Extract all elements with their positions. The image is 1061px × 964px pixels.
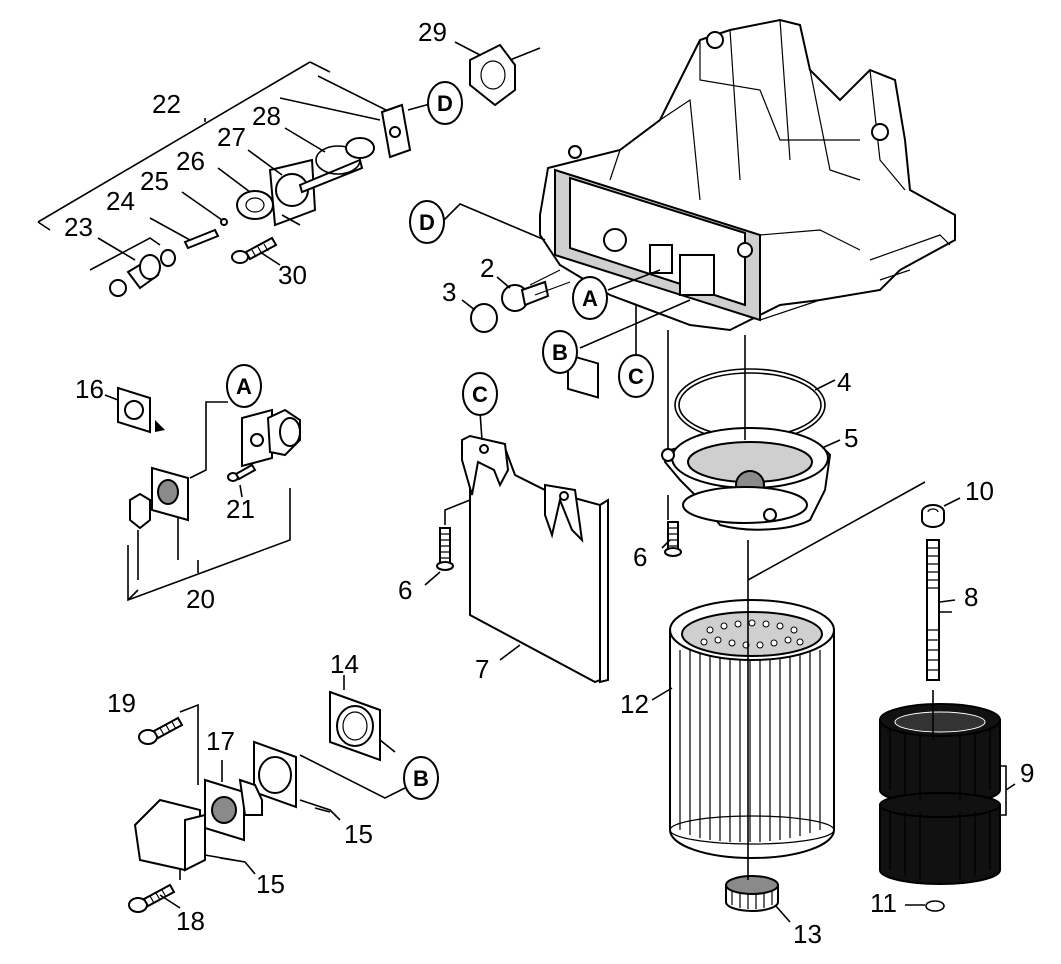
cap-3	[470, 303, 498, 333]
label-4: 4	[837, 367, 851, 397]
baffle-plate-7	[461, 434, 609, 684]
label-25: 25	[140, 166, 169, 196]
label-22: 22	[152, 89, 181, 119]
ref-badge-B-housing: B	[542, 330, 578, 374]
label-20: 20	[186, 584, 215, 614]
plate-16	[117, 386, 165, 434]
label-7: 7	[475, 654, 489, 684]
label-14: 14	[330, 649, 359, 679]
svg-text:A: A	[582, 286, 598, 311]
plug-assembly-22	[109, 43, 516, 297]
label-6-right: 6	[633, 542, 647, 572]
housing	[539, 18, 956, 399]
label-29: 29	[418, 17, 447, 47]
flange-14	[329, 690, 381, 762]
screw-21	[227, 463, 257, 482]
part-labels: 29 22 28 27 26 25 24 23 30 2 3 4 5 10 6 …	[64, 17, 1034, 949]
knob-nut-13	[725, 875, 779, 912]
label-6-left: 6	[398, 575, 412, 605]
label-2: 2	[480, 253, 494, 283]
nozzle-2	[501, 269, 571, 312]
screw-6-left	[436, 527, 454, 571]
label-9: 9	[1020, 758, 1034, 788]
label-12: 12	[620, 689, 649, 719]
label-15-upper: 15	[344, 819, 373, 849]
ref-badge-C-housing: C	[618, 354, 654, 398]
label-26: 26	[176, 146, 205, 176]
svg-text:D: D	[437, 91, 453, 116]
label-24: 24	[106, 186, 135, 216]
label-21: 21	[226, 494, 255, 524]
label-30: 30	[278, 260, 307, 290]
perforations	[700, 619, 804, 649]
label-19: 19	[107, 688, 136, 718]
svg-text:A: A	[236, 374, 252, 399]
nut-10	[921, 504, 945, 528]
switch-assembly-20	[129, 408, 301, 530]
svg-text:C: C	[472, 382, 488, 407]
svg-text:B: B	[552, 340, 568, 365]
ref-badge-D-top: D	[427, 81, 463, 125]
label-11: 11	[870, 888, 897, 918]
label-18: 18	[176, 906, 205, 936]
socket-17	[204, 778, 263, 842]
ref-badge-A-housing: A	[572, 276, 608, 320]
screw-30	[231, 236, 278, 264]
label-13: 13	[793, 919, 822, 949]
label-10: 10	[965, 476, 994, 506]
threaded-rod-8	[926, 539, 940, 681]
pleats	[679, 650, 821, 842]
ref-badge-A-switch: A	[226, 364, 262, 408]
label-15-lower: 15	[256, 869, 285, 899]
screw-18	[128, 883, 176, 913]
leader-lines	[37, 41, 1016, 923]
svg-text:C: C	[628, 364, 644, 389]
gasket-15a	[253, 740, 297, 809]
label-8: 8	[964, 582, 978, 612]
filter-cartridge-12	[669, 599, 835, 859]
label-5: 5	[844, 423, 858, 453]
screw-6-right	[664, 521, 682, 557]
ref-badge-B-bottom: B	[403, 756, 439, 800]
filter-sleeve-9	[879, 703, 1001, 885]
svg-text:D: D	[419, 210, 435, 235]
label-28: 28	[252, 101, 281, 131]
label-17: 17	[206, 726, 235, 756]
screw-19	[138, 716, 184, 745]
ref-badge-C-baffle: C	[462, 372, 498, 416]
label-16: 16	[75, 374, 104, 404]
clip-11	[925, 900, 945, 912]
label-27: 27	[217, 122, 246, 152]
svg-text:B: B	[413, 766, 429, 791]
label-3: 3	[442, 277, 456, 307]
label-23: 23	[64, 212, 93, 242]
filter-bowl-5	[661, 427, 832, 531]
ref-badge-D-housing: D	[409, 200, 445, 244]
cover-15b	[133, 798, 206, 872]
